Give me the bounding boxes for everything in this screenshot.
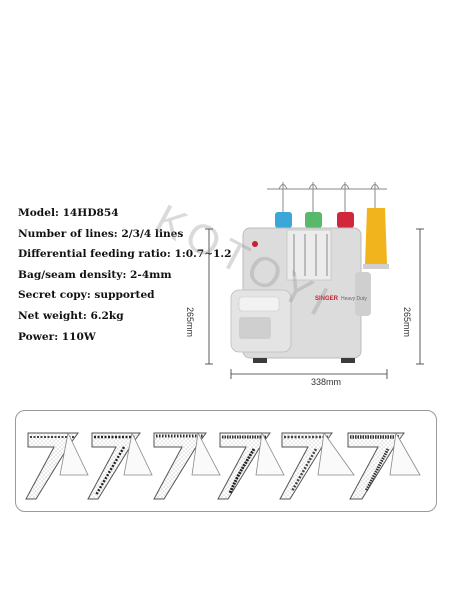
spec-differential-feed: Differential feeding ratio: 1:0.7~1.2 (18, 248, 232, 261)
spec-secret-copy: Secret copy: supported (18, 289, 155, 302)
spool-green (305, 212, 322, 228)
width-label: 338mm (311, 377, 342, 387)
spec-net-weight: Net weight: 6.2kg (18, 309, 124, 322)
stitch-sample-4 (217, 431, 285, 500)
machine-body (230, 227, 371, 363)
spec-list: Model: 14HD854 Number of lines: 2/3/4 li… (18, 203, 232, 347)
stitch-sample-3 (153, 431, 221, 500)
spool-yellow (365, 208, 387, 264)
spool-blue (275, 212, 292, 228)
brand-logo: SINGER (315, 296, 339, 302)
thread-stand (267, 182, 387, 212)
stitch-types-panel (15, 410, 437, 512)
spec-power: Power: 110W (18, 330, 96, 343)
height-label-right: 265mm (402, 307, 412, 338)
height-label-left: 265mm (185, 307, 195, 338)
spec-model: Model: 14HD854 (18, 207, 119, 219)
thread-spools (275, 208, 389, 269)
spec-number-of-lines: Number of lines: 2/3/4 lines (18, 227, 184, 240)
stitch-samples (25, 431, 421, 500)
spool-red (337, 212, 354, 228)
stitch-sample-5 (279, 431, 355, 500)
product-figure: SINGER Heavy Duty 265mm 265mm 338mm (185, 172, 440, 397)
stitch-sample-2 (87, 431, 153, 500)
stitch-sample-1 (25, 431, 89, 500)
spec-seam-density: Bag/seam density: 2-4mm (18, 268, 172, 281)
stitch-sample-6 (347, 431, 421, 500)
dimension-lines (205, 228, 424, 379)
series-label: Heavy Duty (341, 296, 367, 302)
serger-machine-illustration: SINGER Heavy Duty (205, 182, 424, 379)
